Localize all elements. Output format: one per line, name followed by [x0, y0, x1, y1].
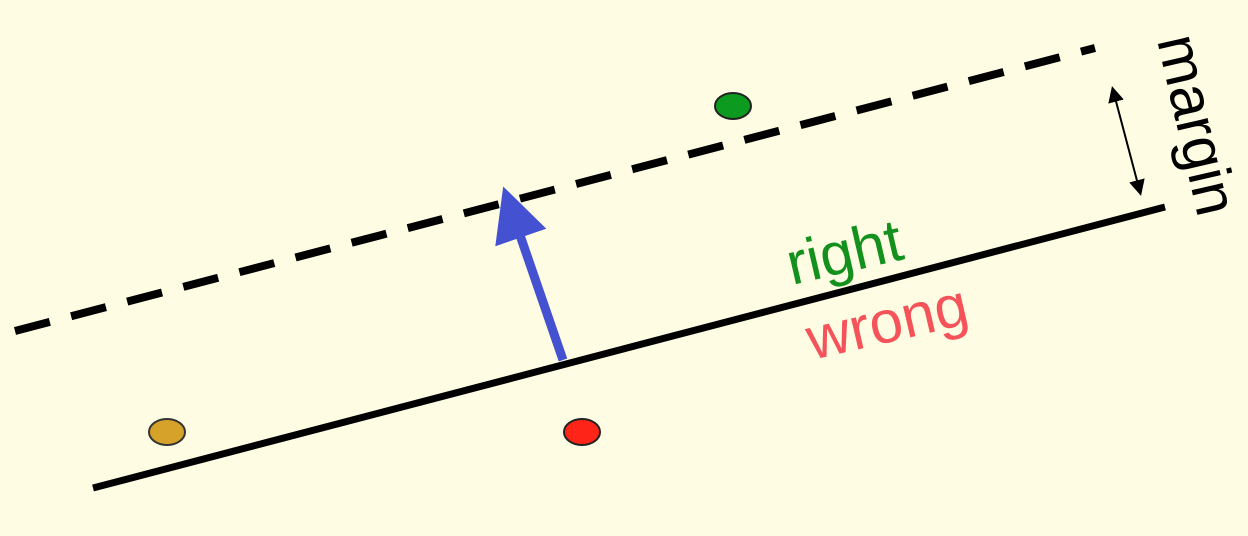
margin-dashed-line — [13, 44, 1097, 335]
red-data-point — [563, 418, 601, 446]
normal-vector-arrow — [495, 186, 568, 362]
right-label: right — [780, 206, 909, 298]
green-data-point — [714, 92, 752, 120]
margin-arrow — [1108, 86, 1145, 196]
margin-label: margin — [1144, 28, 1248, 222]
decision-boundary-line — [92, 203, 1166, 492]
gold-data-point — [148, 418, 186, 446]
